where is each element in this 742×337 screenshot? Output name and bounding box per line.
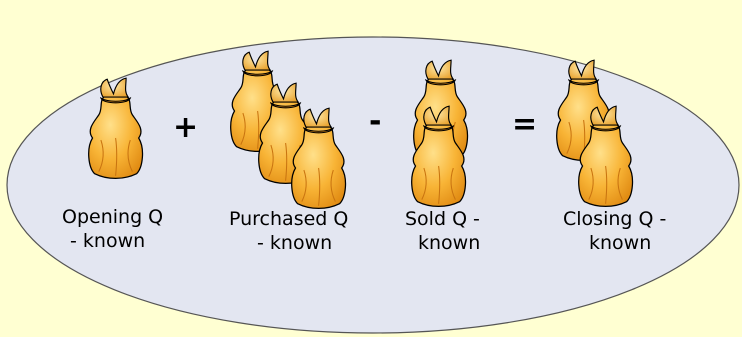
sold-label: Sold Q - known xyxy=(405,207,505,255)
opening-label-line1: Opening Q xyxy=(62,206,164,228)
sold-label-line1: Sold Q - xyxy=(405,208,480,230)
closing-label-line1: Closing Q - xyxy=(563,208,667,230)
opening-label-line2: - known xyxy=(70,230,146,252)
minus-operator: - xyxy=(369,104,382,139)
closing-label-line2: known xyxy=(589,232,652,254)
purchased-label: Purchased Q - known xyxy=(229,207,379,255)
sold-label-line2: known xyxy=(418,232,481,254)
opening-label: Opening Q - known xyxy=(62,205,184,253)
closing-label: Closing Q - known xyxy=(563,207,693,255)
purchased-label-line1: Purchased Q xyxy=(229,208,349,230)
purchased-label-line2: - known xyxy=(257,232,333,254)
background-ellipse xyxy=(6,36,740,334)
equals-operator: = xyxy=(512,107,538,142)
plus-operator: + xyxy=(173,110,199,145)
